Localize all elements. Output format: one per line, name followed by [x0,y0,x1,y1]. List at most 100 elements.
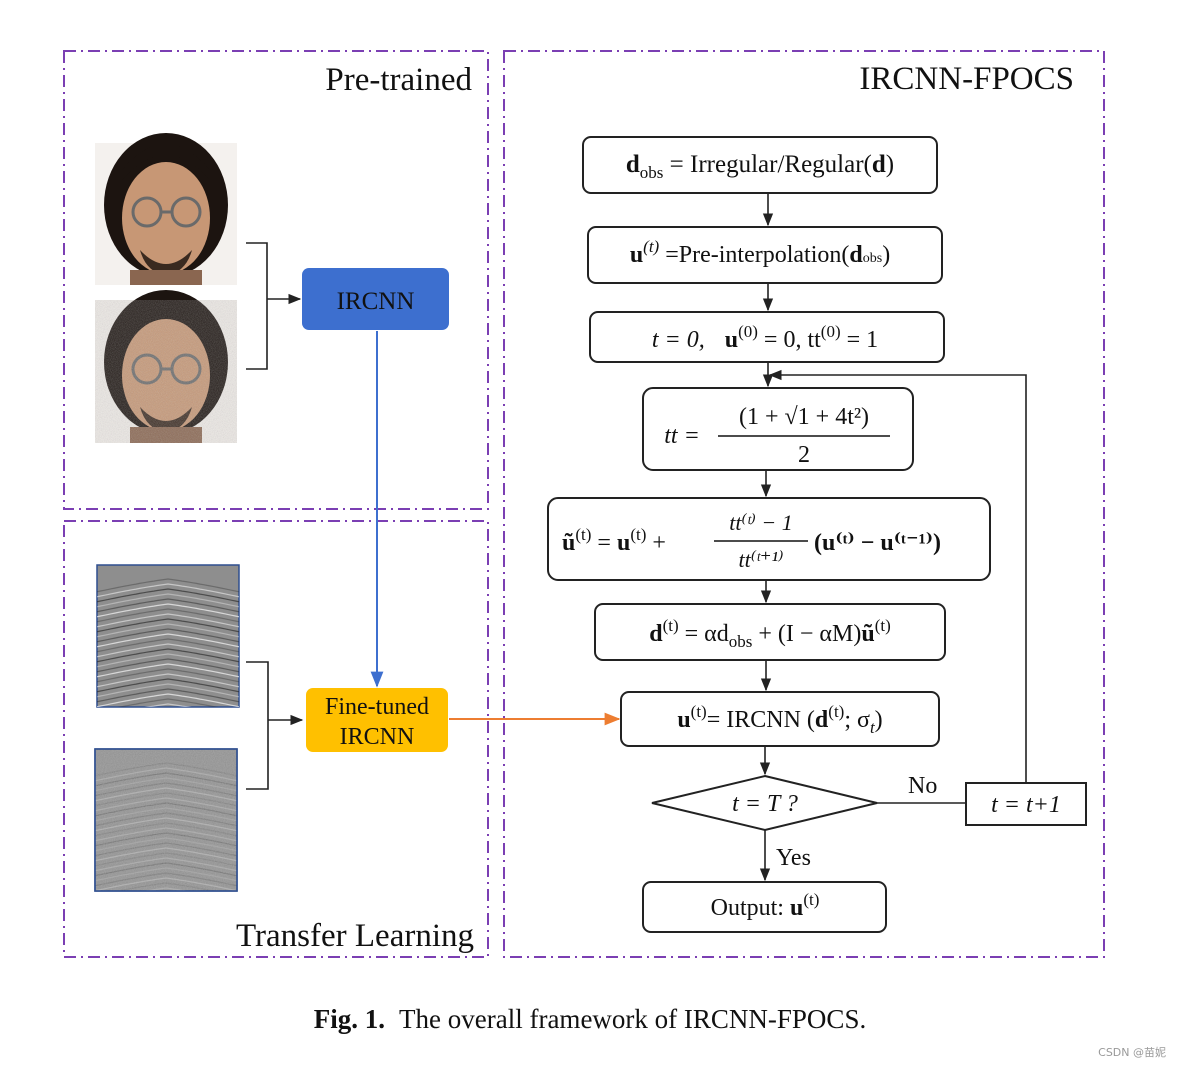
box-pre-interpolation: u(t) =Pre-interpolation(dobs) [587,226,943,284]
b6-sup2: (t) [875,616,891,635]
seismic-event [97,688,239,703]
decision-label: t = T ? [732,791,798,817]
seismic-event [97,693,239,707]
watermark: CSDN @苗妮 [1098,1046,1166,1059]
ircnn-fpocs-title: IRCNN-FPOCS [859,61,1074,97]
seismic-event [117,698,219,707]
b3-sup: (0) [738,322,758,341]
svg-text:u(t) =Pre-interpolation(dobs): u(t) =Pre-interpolation(dobs) [630,237,890,268]
seismic-event [97,618,239,633]
seismic-event [97,598,239,613]
box-initialize: t = 0,u(0) = 0, tt(0) = 1 [589,311,945,363]
b3-sup2: (0) [821,322,841,341]
b7-sup2: (t) [828,702,844,721]
seismic-event [97,633,239,648]
finetuned-label-line2: IRCNN [340,724,415,750]
b1-d2: d [872,151,886,178]
noisy-face-photo [95,290,237,443]
b1-right: = Irregular/Regular( [663,151,871,178]
seismic-event [97,683,239,698]
seismic-event [97,663,239,678]
seismic-event [97,628,239,643]
svg-text:dobs = Irregular/Regular(d): dobs = Irregular/Regular(d) [626,151,894,182]
b2-close: ) [882,242,890,268]
svg-text:t = 0,u(0) = 0, tt(0) = 1: t = 0,u(0) = 0, tt(0) = 1 [652,322,878,353]
flow-arrows [759,193,1027,882]
b5-sup: (t) [575,525,591,544]
b6-u: ũ [861,621,874,647]
output-sup: (t) [803,890,819,909]
b3-end: = 1 [841,327,879,353]
box-observed-data: dobs = Irregular/Regular(d) [582,136,938,194]
figure-caption: Fig. 1.The overall framework of IRCNN-FP… [0,1004,1180,1035]
seismic-event [97,668,239,683]
b3-t: t = 0, [652,327,705,353]
transfer-learning-title: Transfer Learning [236,918,474,954]
seismic-event [97,613,239,628]
increment-label: t = t+1 [991,792,1061,818]
svg-text:u(t)= IRCNN (d(t); σt): u(t)= IRCNN (d(t); σt) [677,702,882,737]
ircnn-label: IRCNN [337,288,415,315]
seismic-event [97,678,239,693]
seismic-event [97,653,239,668]
b4-lhs: tt = [664,423,700,449]
pretrained-panel [63,50,489,510]
box-denoise: u(t)= IRCNN (d(t); σt) [620,691,940,747]
b2-sup: (t) [643,237,659,256]
b4-den: 2 [798,442,810,468]
clean-face-photo [95,133,237,285]
b7-d: d [815,707,829,733]
pretrained-bracket [246,242,268,370]
seismic-event [97,578,239,593]
b7-sup: (t) [691,702,707,721]
seismic-event [97,593,239,608]
svg-text:d(t) = αdobs + (I − αM)ũ(t): d(t) = αdobs + (I − αM)ũ(t) [649,616,891,651]
b5-plus: + [646,530,666,556]
seismic-event [97,583,239,598]
seismic-event [97,603,239,618]
b6-rest2: + (I − αM) [752,621,861,647]
seismic-event [97,643,239,658]
b7-end: ; σ [844,707,870,733]
seismic-event [97,638,239,653]
svg-text:ũ(t) = u(t) +: ũ(t) = u(t) + [562,525,666,556]
output-label: Output: [711,895,790,921]
b3-rest: = 0, tt [758,327,821,353]
seismic-noisy-gather [94,748,238,911]
seismic-event [97,709,239,722]
seismic-event [97,673,239,688]
svg-text:Output: u(t): Output: u(t) [711,890,820,921]
b1-sub: obs [640,163,664,182]
b5-num: tt⁽ᵗ⁾ − 1 [729,510,793,535]
ircnn-node: IRCNN [302,268,449,330]
box-tt-update: tt = (1 + √1 + 4t²) 2 [642,387,914,471]
b5-eq: = [591,530,617,556]
seismic-event [97,714,239,727]
b5-paren: (u⁽ᵗ⁾ − u⁽ᵗ⁻¹⁾) [814,530,941,556]
b6-sup: (t) [663,616,679,635]
b7-sub: t [870,718,876,737]
seismic-event [97,608,239,623]
ircnn-fpocs-panel [503,50,1105,958]
b2-mid: =Pre-interpolation( [659,242,849,268]
b7-close: ) [875,707,883,733]
b6-d: d [649,621,663,647]
b6-sub: obs [729,632,753,651]
b1-close: ) [886,151,894,178]
box-u-tilde-update: ũ(t) = u(t) + tt⁽ᵗ⁾ − 1 tt⁽ᵗ⁺¹⁾ (u⁽ᵗ⁾ − … [547,497,991,581]
b6-rest1: = αd [679,621,729,647]
seismic-event [97,648,239,663]
b1-d: d [626,151,640,178]
seismic-event [144,703,192,707]
finetuned-ircnn-node: Fine-tuned IRCNN [306,688,448,752]
transfer-learning-panel [63,520,489,958]
b5-lhs-u: ũ [562,530,575,556]
b4-num: (1 + √1 + 4t²) [739,404,869,430]
b5-den: tt⁽ᵗ⁺¹⁾ [739,547,784,572]
no-label: No [908,773,937,799]
seismic-event [95,898,237,911]
b7-mid: = IRCNN ( [707,707,815,733]
box-data-update: d(t) = αdobs + (I − αM)ũ(t) [594,603,946,661]
seismic-event [97,588,239,603]
